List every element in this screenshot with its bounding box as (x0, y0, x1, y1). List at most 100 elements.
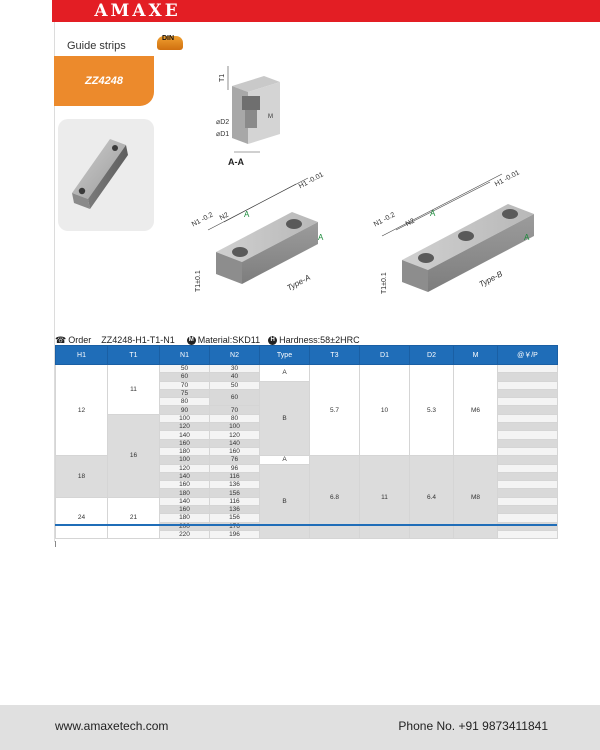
arrow-a-lower-b: A (524, 233, 530, 242)
cell-n2: 80 (209, 413, 260, 424)
header-d2: D2 (409, 345, 454, 365)
spec-table: H1 T1 N1 N2 Type T3 D1 D2 M @￥/P 12 11 5… (55, 345, 558, 540)
cell-price (497, 413, 558, 424)
cell-t1: 11 (107, 364, 160, 415)
margin-line (54, 22, 55, 542)
type-a-view: N1 -0.2 N2 H1 -0.01 T1±0.1 A A Type-A (191, 171, 325, 292)
cell-price (497, 463, 558, 473)
top-banner: AMAXE (0, 0, 600, 22)
cell-n2: 136 (209, 505, 260, 515)
cell-d2: 6.4 (409, 455, 454, 540)
phone-icon: ☎ (55, 334, 67, 345)
cell-n2: 70 (209, 405, 260, 415)
cell-n2: 120 (209, 430, 260, 440)
arrow-a-lower: A (318, 233, 324, 242)
section-label: A-A (228, 157, 244, 167)
header-price: @￥/P (497, 345, 558, 365)
cell-price (497, 471, 558, 482)
cell-n2: 156 (209, 513, 260, 523)
cell-n1: 75 (159, 388, 210, 399)
cell-n1: 180 (159, 513, 210, 523)
order-label: Order (68, 335, 92, 345)
din-badge-label: DIN (162, 35, 175, 42)
dim-n1-b: N1 -0.2 (373, 211, 397, 228)
cell-price (497, 422, 558, 432)
table-row: 12 11 50 30 A 5.7 10 5.3 M6 (55, 363, 558, 457)
cell-price (497, 513, 558, 523)
dim-h1-b: H1 -0.01 (494, 169, 521, 188)
part-code-tab: ZZ4248 (54, 56, 154, 106)
dim-t1-tol: T1±0.1 (195, 270, 202, 292)
cell-n2: 156 (209, 488, 260, 498)
footer-bar (0, 705, 600, 750)
cell-n1: 90 (159, 405, 210, 415)
table-row: 24 21 140 116 (55, 496, 558, 540)
arrow-a-upper-b: A (430, 209, 436, 218)
table-header-row: H1 T1 N1 N2 Type T3 D1 D2 M @￥/P (55, 345, 558, 365)
din-badge (157, 36, 183, 50)
header-h1: H1 (55, 345, 108, 365)
dim-n2: N2 (219, 212, 230, 222)
header-t1: T1 (107, 345, 160, 365)
cell-n1: 160 (159, 480, 210, 490)
cell-price (497, 480, 558, 490)
footer-phone: Phone No. +91 9873411841 (398, 719, 548, 733)
cell-n1: 180 (159, 446, 210, 457)
cell-t3: 5.7 (309, 363, 360, 457)
cell-h1: 18 (55, 455, 108, 498)
cell-n1: 120 (159, 463, 210, 473)
material-badge: M (186, 335, 196, 345)
cell-type: A (259, 364, 310, 382)
cell-price (497, 496, 558, 507)
cell-n1: 70 (159, 380, 210, 390)
cell-d2: 5.3 (409, 363, 454, 457)
cell-n2: 140 (209, 438, 260, 448)
cell-m: M6 (453, 363, 498, 457)
header-type: Type (259, 345, 310, 365)
cell-price (497, 388, 558, 399)
section-view-a-a: T1 M ⌀D2 ⌀D1 A-A (216, 66, 280, 167)
brand-logo: AMAXE (60, 0, 215, 22)
cell-price (497, 372, 558, 382)
part-code: ZZ4248 (85, 75, 123, 87)
cell-n1: 80 (159, 397, 210, 407)
dim-t1: T1 (219, 74, 226, 82)
cell-n2: 60 (209, 388, 260, 407)
cell-n1: 220 (159, 529, 210, 540)
guide-strip-photo (72, 139, 128, 209)
cell-n1: 160 (159, 505, 210, 515)
dim-d2: ⌀D2 (216, 119, 229, 126)
dim-n2-b: N2 (405, 218, 416, 228)
brand-logo-text: AMAXE (94, 1, 181, 21)
cell-d1: 10 (359, 363, 410, 457)
cell-t1: 16 (107, 413, 160, 498)
cell-n1: 120 (159, 422, 210, 432)
dim-d1: ⌀D1 (216, 131, 229, 138)
spec-table-wrap: H1 T1 N1 N2 Type T3 D1 D2 M @￥/P 12 11 5… (55, 345, 558, 540)
cell-m: M8 (453, 455, 498, 540)
cell-price (497, 488, 558, 498)
cell-n2: 136 (209, 480, 260, 490)
cell-price (497, 438, 558, 448)
footer-website[interactable]: www.amaxetech.com (55, 719, 169, 733)
table-bottom-rule (55, 524, 557, 526)
hardness-text: Hardness:58±2HRC (279, 335, 360, 345)
dim-t1-tol-b: T1±0.1 (381, 272, 388, 294)
cell-type: B (259, 463, 310, 540)
cell-price (497, 397, 558, 407)
cell-n2: 116 (209, 471, 260, 482)
table-row: 220 196 (56, 529, 558, 540)
cell-t1: 21 (107, 496, 160, 540)
header-d1: D1 (359, 345, 410, 365)
cell-n2: 116 (209, 496, 260, 507)
cell-type: A (259, 455, 310, 465)
margin-tick (55, 541, 56, 547)
cell-h1: 12 (55, 363, 108, 457)
cell-n1: 140 (159, 430, 210, 440)
cell-price (497, 380, 558, 390)
type-b-view: N1 -0.2 N2 H1 -0.01 T1±0.1 A A Type-B (373, 169, 534, 294)
cell-h1: 24 (55, 496, 108, 540)
cell-price (497, 505, 558, 515)
cell-price (497, 446, 558, 457)
cell-price (497, 430, 558, 440)
